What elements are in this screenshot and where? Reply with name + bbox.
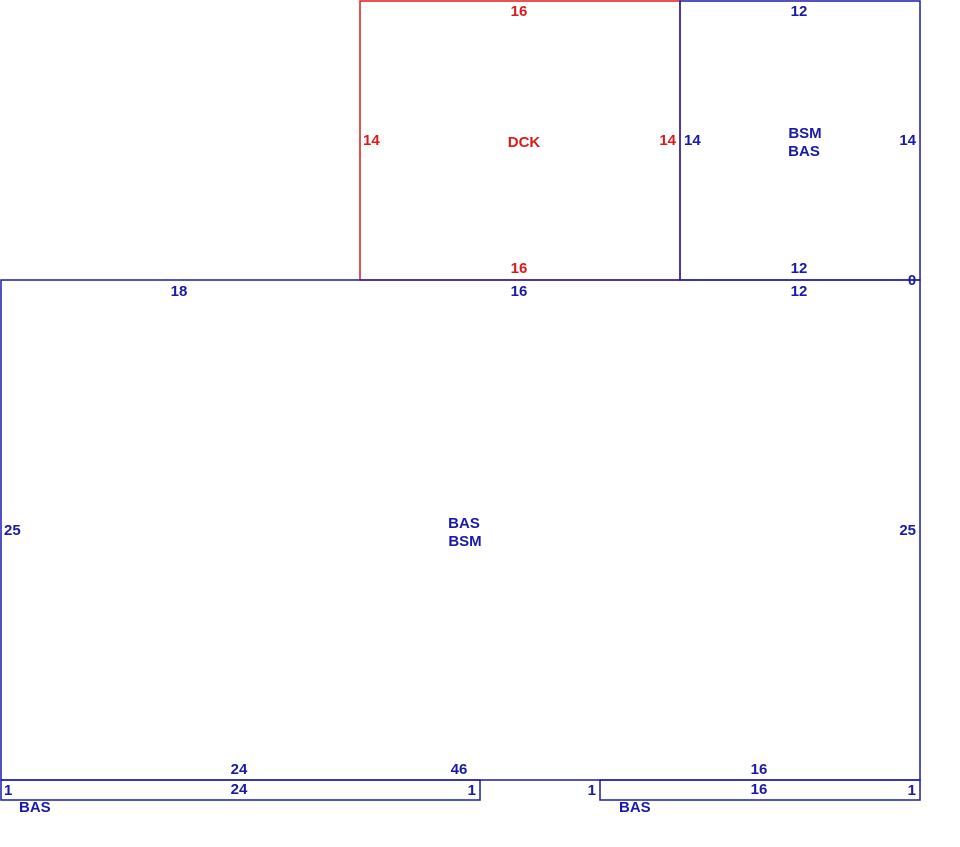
main-bottom-left-dimension: 24	[231, 761, 248, 778]
bottom-left-strip-outline	[0, 779, 481, 801]
main-right-dimension: 25	[899, 522, 916, 539]
outlines	[0, 0, 921, 801]
main-area-label-2: BSM	[448, 533, 481, 550]
dck-labels: DCK 16 16 14 14	[363, 3, 677, 277]
upper-right-area-label-2: BAS	[788, 143, 820, 160]
upper-right-bottom-dimension: 12	[791, 260, 808, 277]
upper-right-area-label-1: BSM	[788, 125, 821, 142]
dck-right-dimension: 14	[659, 132, 676, 149]
bottom-right-strip-outline	[599, 779, 921, 801]
bottom-left-strip-labels: 24 1 1 BAS	[4, 781, 476, 816]
dck-left-dimension: 14	[363, 132, 380, 149]
bottom-left-strip-right-dimension: 1	[468, 782, 476, 799]
bottom-left-strip-top-dimension: 24	[231, 781, 248, 798]
bottom-right-strip-right-dimension: 1	[908, 782, 916, 799]
bottom-left-strip-left-dimension: 1	[4, 782, 12, 799]
upper-right-left-dimension: 14	[684, 132, 701, 149]
upper-right-top-dimension: 12	[791, 3, 808, 20]
main-area-label-1: BAS	[448, 515, 480, 532]
bottom-right-strip-left-dimension: 1	[588, 782, 596, 799]
main-labels: BAS BSM 18 16 12 25 25 24 46 16	[4, 283, 916, 778]
main-top-right-dimension: 12	[791, 283, 808, 300]
upper-right-labels: BSM BAS 12 12 14 14 0	[684, 3, 917, 289]
bottom-right-strip-labels: 16 1 1 BAS	[588, 781, 916, 816]
bottom-right-strip-area-label: BAS	[619, 799, 651, 816]
main-left-dimension: 25	[4, 522, 21, 539]
dck-bottom-dimension: 16	[511, 260, 528, 277]
main-top-mid-dimension: 16	[511, 283, 528, 300]
dck-area-label: DCK	[508, 134, 541, 151]
bottom-right-strip-top-dimension: 16	[751, 781, 768, 798]
main-top-left-dimension: 18	[171, 283, 188, 300]
dck-top-dimension: 16	[511, 3, 528, 20]
upper-right-corner-dimension: 0	[908, 272, 916, 289]
bottom-left-strip-area-label: BAS	[19, 799, 51, 816]
main-bottom-right-dimension: 16	[751, 761, 768, 778]
upper-right-right-dimension: 14	[899, 132, 916, 149]
main-bottom-mid-dimension: 46	[451, 761, 468, 778]
